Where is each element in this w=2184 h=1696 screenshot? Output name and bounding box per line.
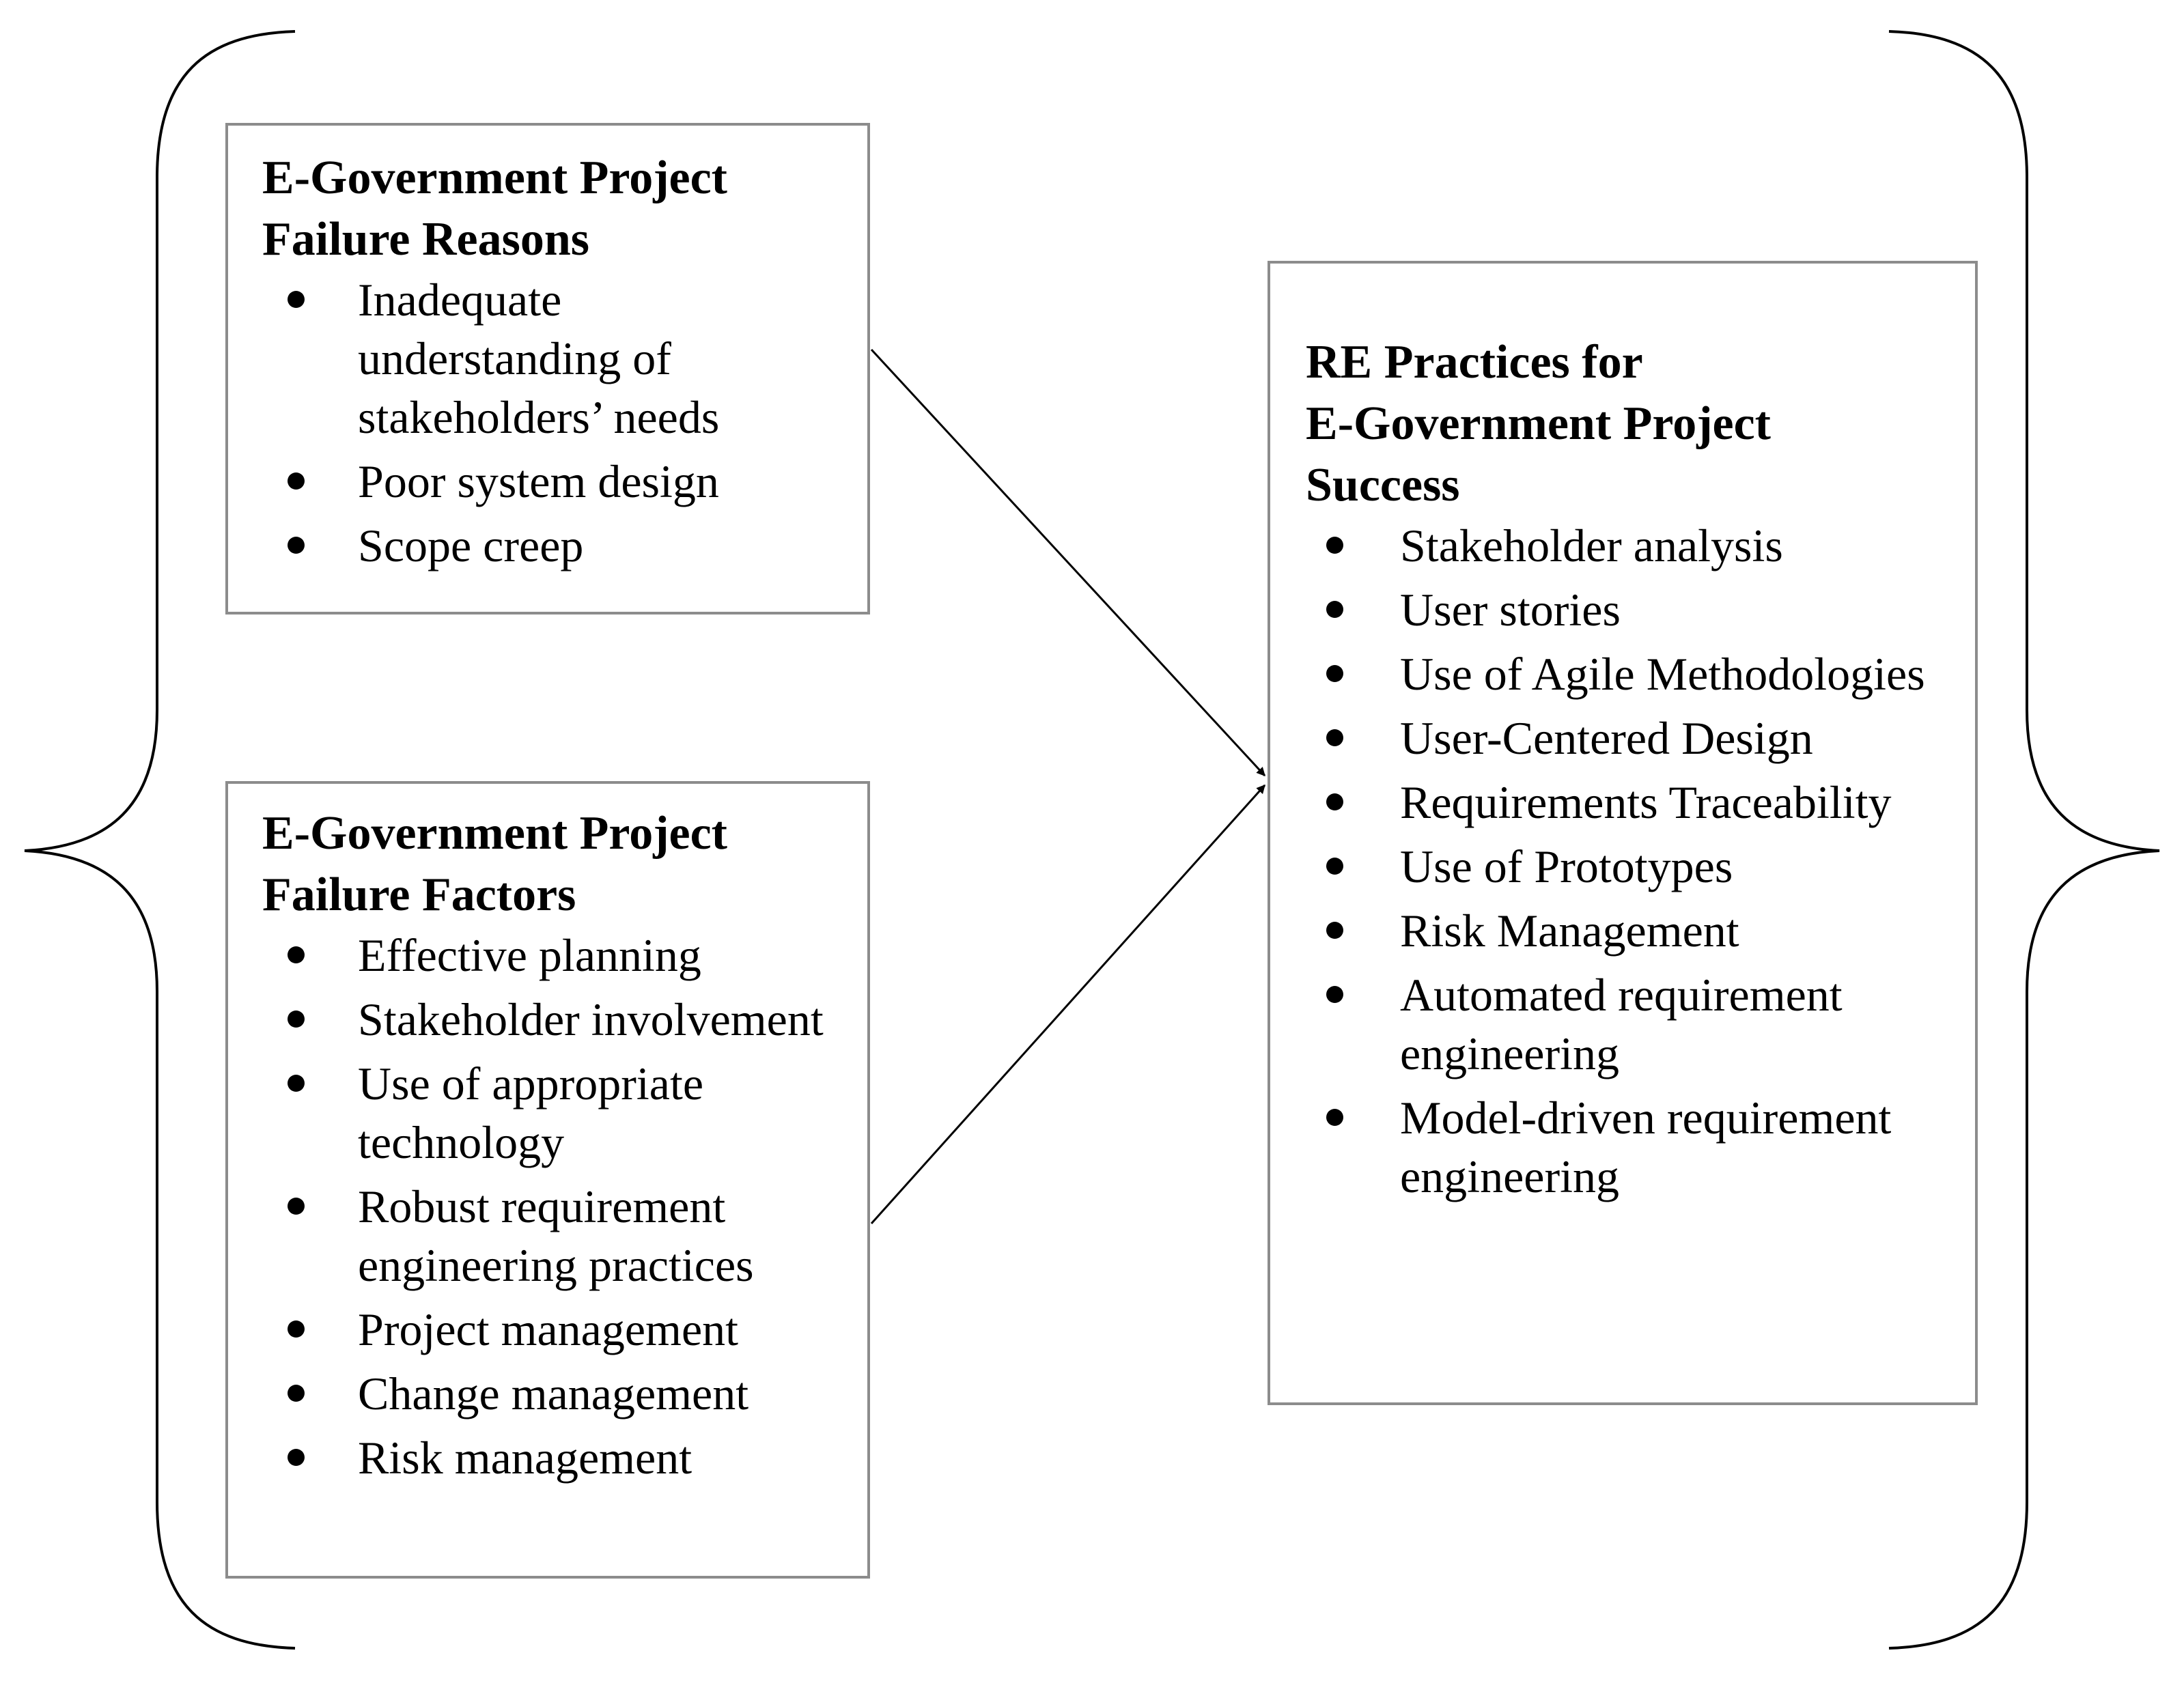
- list-item: Stakeholder analysis: [1306, 516, 1961, 575]
- list-item-text: Model-driven requirement engineering: [1400, 1092, 1892, 1202]
- failure-factors-box: E-Government Project Failure Factors Eff…: [225, 781, 870, 1579]
- failure-reasons-title-line-2: Failure Reasons: [262, 213, 589, 266]
- right-curly-brace: [1888, 30, 2160, 1650]
- bullet-icon: [288, 1075, 305, 1092]
- list-item-text: Change management: [358, 1368, 749, 1419]
- bullet-icon: [1326, 922, 1343, 939]
- list-item: Use of Agile Methodologies: [1306, 645, 1961, 703]
- list-item-text: Scope creep: [358, 520, 584, 571]
- re-practices-title-line-2: E-Government Project: [1306, 397, 1771, 450]
- list-item-text: Robust requirement engineering practices: [358, 1181, 754, 1291]
- list-item: Inadequate understanding of stakeholders…: [262, 270, 840, 447]
- bullet-icon: [288, 537, 305, 554]
- failure-reasons-list: Inadequate understanding of stakeholders…: [262, 270, 840, 575]
- bullet-icon: [288, 946, 305, 963]
- list-item-text: Poor system design: [358, 455, 719, 507]
- list-item: Robust requirement engineering practices: [262, 1177, 847, 1295]
- arrow-factors-to-practices: [870, 784, 1266, 1225]
- bullet-icon: [1326, 729, 1343, 746]
- bullet-icon: [288, 1385, 305, 1402]
- list-item-text: User-Centered Design: [1400, 712, 1813, 764]
- bullet-icon: [1326, 793, 1343, 810]
- list-item: Project management: [262, 1300, 847, 1359]
- failure-factors-title-line-1: E-Government Project: [262, 807, 727, 860]
- list-item: Change management: [262, 1364, 847, 1423]
- list-item: Poor system design: [262, 452, 840, 511]
- list-item-text: Stakeholder involvement: [358, 993, 824, 1045]
- left-curly-brace: [24, 30, 296, 1650]
- list-item: Model-driven requirement engineering: [1306, 1088, 1961, 1206]
- list-item-text: Use of appropriate technology: [358, 1058, 704, 1168]
- bullet-icon: [1326, 665, 1343, 682]
- list-item: Requirements Traceability: [1306, 773, 1961, 832]
- bullet-icon: [288, 291, 305, 308]
- list-item: Effective planning: [262, 926, 847, 985]
- list-item-text: Automated requirement engineering: [1400, 969, 1843, 1079]
- bullet-icon: [1326, 858, 1343, 875]
- bullet-icon: [288, 472, 305, 490]
- re-practices-box: RE Practices for E-Government Project Su…: [1268, 261, 1978, 1405]
- list-item: Stakeholder involvement: [262, 990, 847, 1049]
- list-item: Risk Management: [1306, 901, 1961, 960]
- bullet-icon: [1326, 986, 1343, 1003]
- list-item-text: Effective planning: [358, 929, 701, 981]
- list-item: Scope creep: [262, 516, 840, 575]
- list-item: Use of appropriate technology: [262, 1054, 847, 1172]
- bullet-icon: [288, 1449, 305, 1466]
- bullet-icon: [288, 1198, 305, 1215]
- list-item: Automated requirement engineering: [1306, 965, 1961, 1083]
- bullet-icon: [288, 1010, 305, 1028]
- failure-factors-list: Effective planning Stakeholder involveme…: [262, 926, 847, 1487]
- list-item: Use of Prototypes: [1306, 837, 1961, 896]
- list-item-text: Risk management: [358, 1432, 692, 1484]
- re-practices-title-line-1: RE Practices for: [1306, 336, 1643, 388]
- failure-reasons-title-line-1: E-Government Project: [262, 152, 727, 204]
- list-item-text: Use of Prototypes: [1400, 840, 1733, 892]
- arrow-reasons-to-practices: [870, 348, 1266, 777]
- list-item-text: Use of Agile Methodologies: [1400, 648, 1925, 700]
- failure-reasons-box: E-Government Project Failure Reasons Ina…: [225, 123, 870, 614]
- list-item: Risk management: [262, 1428, 847, 1487]
- re-practices-list: Stakeholder analysis User stories Use of…: [1306, 516, 1961, 1206]
- list-item-text: Requirements Traceability: [1400, 776, 1892, 828]
- bullet-icon: [1326, 1109, 1343, 1126]
- bullet-icon: [288, 1320, 305, 1338]
- list-item-text: Risk Management: [1400, 905, 1739, 957]
- bullet-icon: [1326, 601, 1343, 618]
- failure-factors-title-line-2: Failure Factors: [262, 868, 576, 921]
- list-item: User stories: [1306, 580, 1961, 639]
- list-item: User-Centered Design: [1306, 709, 1961, 767]
- list-item-text: User stories: [1400, 584, 1621, 636]
- re-practices-title-line-3: Success: [1306, 459, 1460, 511]
- list-item-text: Project management: [358, 1303, 739, 1355]
- list-item-text: Inadequate understanding of stakeholders…: [358, 274, 720, 443]
- bullet-icon: [1326, 537, 1343, 554]
- list-item-text: Stakeholder analysis: [1400, 520, 1783, 571]
